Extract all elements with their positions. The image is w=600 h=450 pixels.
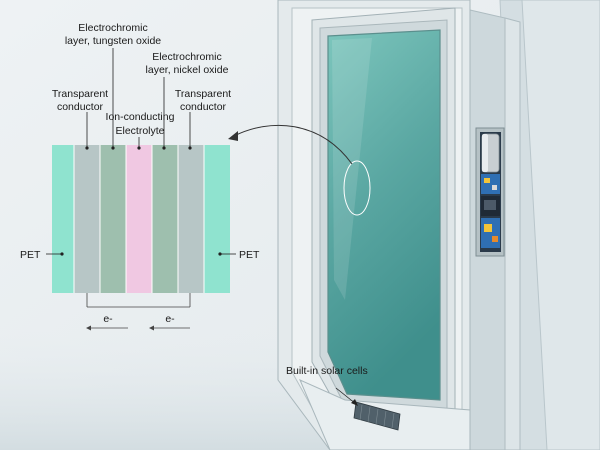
label-electron-left: e- (103, 313, 113, 325)
electron-arrow-left-icon (86, 325, 91, 331)
label-solar-cells: Built-in solar cells (286, 365, 368, 377)
label-ion-line2: Electrolyte (115, 125, 164, 137)
layer-conductor-left (74, 145, 100, 293)
label-wo3-line1: Electrochromic (78, 22, 147, 34)
label-tc-right-line1: Transparent (175, 88, 231, 100)
label-tc-left-line2: conductor (57, 101, 104, 113)
layer-nickel-oxide (152, 145, 178, 293)
electron-arrow-right-icon (149, 325, 154, 331)
window (277, 0, 600, 450)
circuit-board-icon (481, 174, 500, 194)
label-tc-left-line1: Transparent (52, 88, 108, 100)
leader-lines (46, 48, 236, 255)
layer-electrolyte (126, 145, 152, 293)
electron-circuit (86, 293, 191, 329)
label-wo3-line2: layer, tungsten oxide (65, 35, 161, 47)
label-electron-right: e- (165, 313, 175, 325)
glass-pane (327, 29, 441, 401)
focus-ellipse-icon (343, 160, 371, 216)
label-pet-right: PET (239, 249, 260, 261)
label-tc-right-line2: conductor (180, 101, 227, 113)
label-pet-left: PET (20, 249, 41, 261)
curved-arrow-icon (233, 124, 353, 165)
layer-pet-left (52, 145, 74, 293)
layer-pet-right (204, 145, 230, 293)
curved-arrow-head-icon (228, 131, 238, 141)
label-nio-line1: Electrochromic (152, 51, 221, 63)
leader-dots (60, 146, 222, 256)
solar-leader-arrow-icon (351, 399, 358, 406)
label-nio-line2: layer, nickel oxide (146, 64, 229, 76)
layer-tungsten-oxide (100, 145, 126, 293)
label-ion-line1: Ion-conducting (106, 111, 175, 123)
layer-conductor-right (178, 145, 204, 293)
layer-stack (52, 145, 230, 293)
